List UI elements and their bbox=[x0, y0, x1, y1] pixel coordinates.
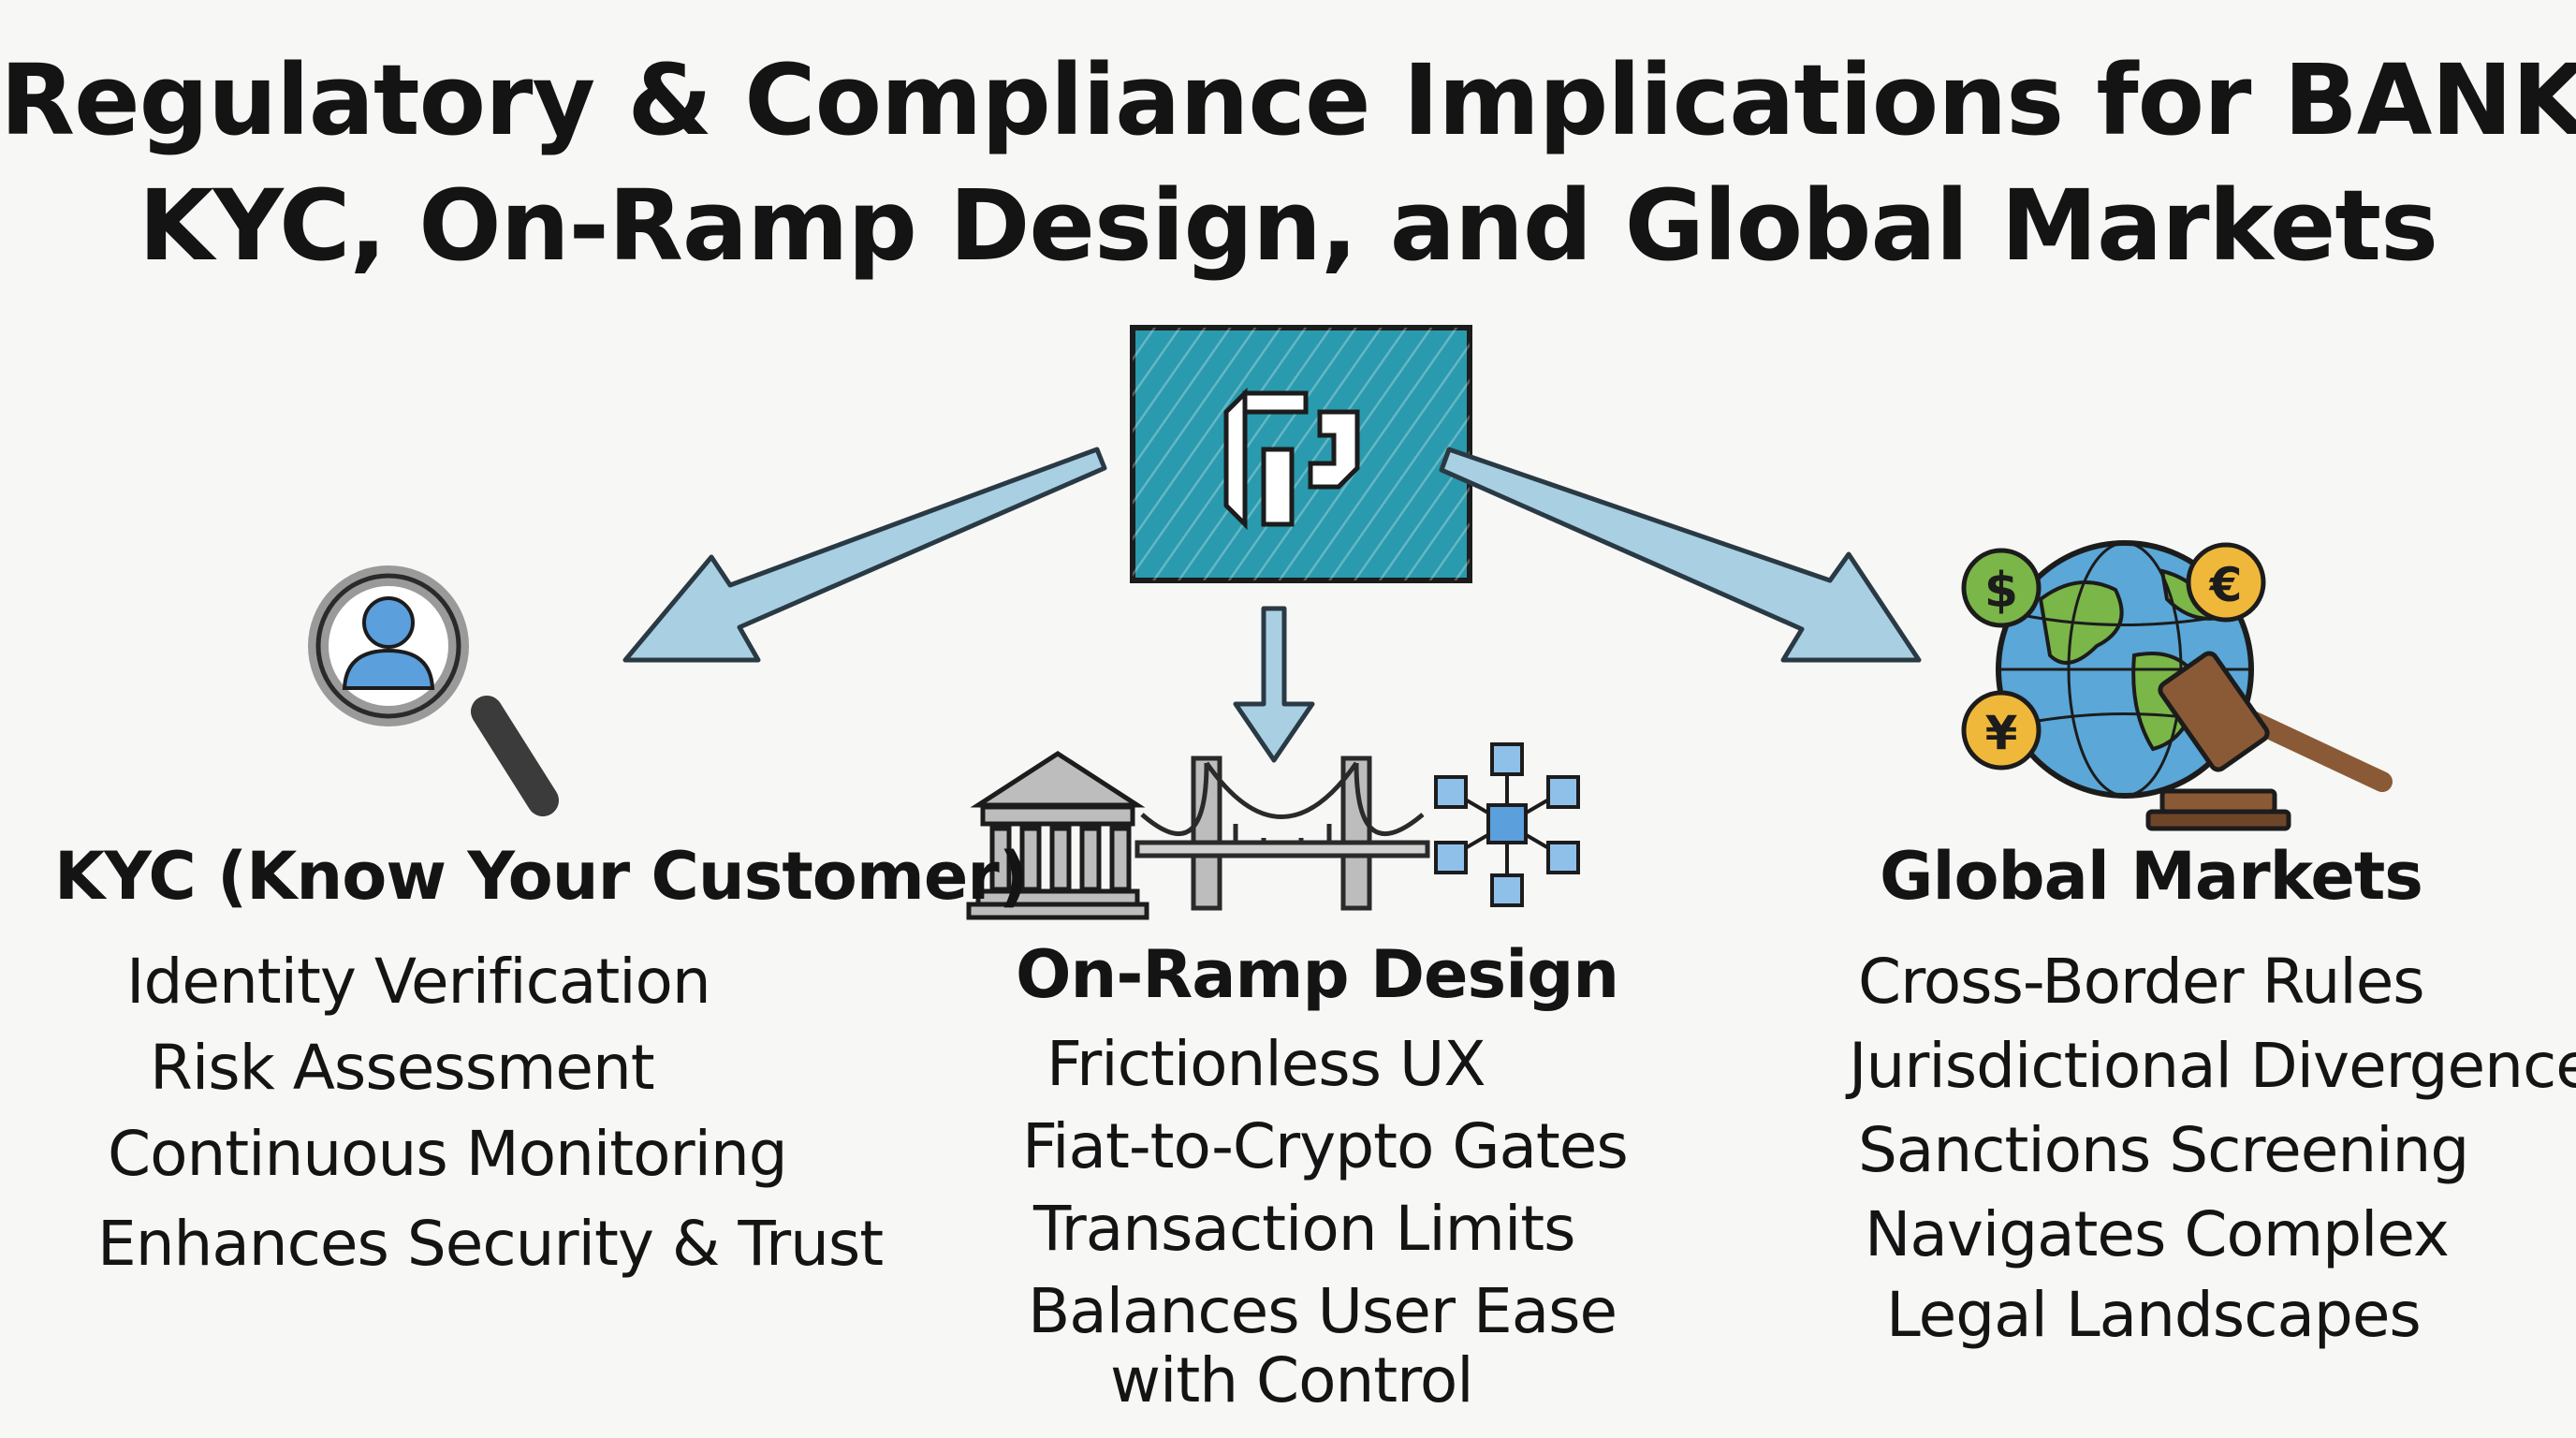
onramp-item: Balances User Ease bbox=[1028, 1275, 1617, 1347]
svg-text:¥: ¥ bbox=[1985, 706, 2018, 760]
global-item: Sanctions Screening bbox=[1858, 1114, 2469, 1186]
onramp-item: Frictionless UX bbox=[1046, 1028, 1486, 1100]
global-item: Navigates Complex bbox=[1865, 1198, 2450, 1270]
svg-text:$: $ bbox=[1984, 563, 2018, 619]
arrow-to-global bbox=[1439, 447, 1922, 663]
onramp-item: Fiat-to-Crypto Gates bbox=[1022, 1110, 1629, 1182]
svg-text:€: € bbox=[2209, 558, 2243, 612]
onramp-section: On-Ramp Design bbox=[1016, 936, 1619, 1013]
title-line-2: KYC, On-Ramp Design, and Global Markets bbox=[138, 169, 2438, 283]
bank-logo-icon bbox=[1130, 325, 1472, 583]
diagram-title: Regulatory & Compliance Implications for… bbox=[0, 37, 2576, 288]
kyc-item: Risk Assessment bbox=[150, 1032, 655, 1104]
global-item: Legal Landscapes bbox=[1886, 1279, 2422, 1351]
onramp-heading: On-Ramp Design bbox=[1016, 936, 1619, 1013]
bank-building-icon bbox=[966, 751, 1149, 920]
dollar-coin-icon: $ bbox=[1961, 548, 2042, 628]
kyc-item: Continuous Monitoring bbox=[108, 1118, 788, 1190]
magnifier-person-icon bbox=[308, 565, 559, 816]
yen-coin-icon: ¥ bbox=[1961, 690, 2042, 770]
onramp-item: with Control bbox=[1110, 1344, 1474, 1416]
arrow-to-kyc bbox=[622, 447, 1107, 663]
blockchain-icon bbox=[1434, 742, 1580, 907]
kyc-item: Identity Verification bbox=[126, 946, 711, 1018]
global-item: Cross-Border Rules bbox=[1858, 946, 2425, 1018]
global-heading: Global Markets bbox=[1880, 838, 2423, 915]
global-item: Jurisdictional Divergence bbox=[1849, 1030, 2576, 1102]
title-line-1: Regulatory & Compliance Implications for… bbox=[0, 43, 2576, 157]
gavel-icon bbox=[2145, 651, 2393, 831]
kyc-item: Enhances Security & Trust bbox=[97, 1208, 884, 1280]
kyc-heading: KYC (Know Your Customer) bbox=[54, 838, 1029, 915]
arrow-to-onramp bbox=[1233, 606, 1315, 763]
global-section: Global Markets bbox=[1880, 838, 2423, 915]
onramp-item: Transaction Limits bbox=[1033, 1193, 1576, 1265]
kyc-section: KYC (Know Your Customer) bbox=[54, 838, 1029, 915]
euro-coin-icon: € bbox=[2186, 542, 2266, 623]
bridge-icon bbox=[1134, 756, 1430, 911]
